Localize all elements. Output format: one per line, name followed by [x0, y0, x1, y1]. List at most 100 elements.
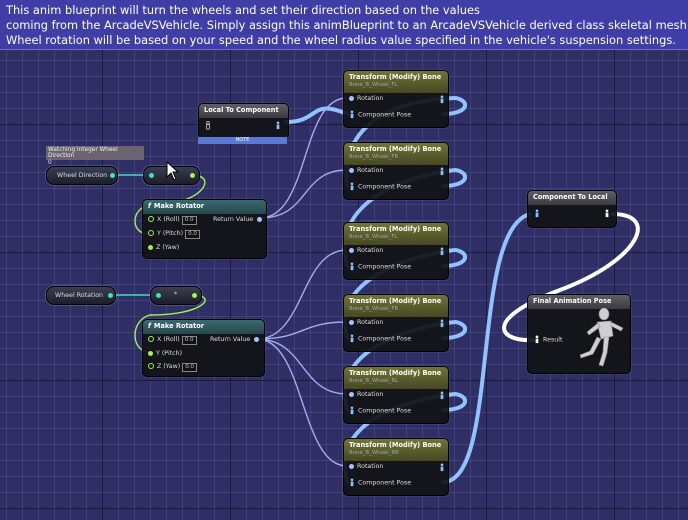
- pin-label: Rotation: [357, 319, 384, 326]
- pin-label: Return Value: [210, 336, 251, 343]
- pin-label: Component Pose: [358, 335, 412, 343]
- int-output-pin[interactable]: [108, 293, 113, 298]
- rotation-pin[interactable]: Rotation: [349, 463, 383, 470]
- float-pin-icon: [148, 336, 154, 342]
- node-title: Make Rotator: [153, 322, 205, 330]
- pose-output-pin[interactable]: [439, 95, 448, 104]
- pin-label: Component Pose: [358, 479, 412, 487]
- pose-pin-icon: [535, 335, 539, 344]
- function-icon: f: [148, 202, 151, 210]
- result-pin[interactable]: Result: [534, 335, 562, 344]
- rotator-pin-icon: [254, 336, 260, 342]
- pose-pin-icon: [440, 167, 444, 176]
- bone-name: Bone_B_Wheel_FL: [349, 82, 398, 88]
- pin-label: Z (Yaw): [156, 244, 180, 251]
- y-pitch-pin[interactable]: Y (Pitch)0.0: [148, 230, 200, 239]
- component-pose-pin[interactable]: Component Pose: [349, 478, 411, 487]
- rotation-pin[interactable]: Rotation: [349, 95, 383, 102]
- pose-output-pin[interactable]: [275, 121, 284, 130]
- component-to-local-node[interactable]: Component To Local: [527, 190, 617, 228]
- node-title: Transform (Modify) Bone: [349, 225, 442, 233]
- node-title: Transform (Modify) Bone: [349, 145, 442, 153]
- z-yaw-value[interactable]: 0.0: [182, 363, 198, 372]
- pose-pin-icon: [440, 95, 444, 104]
- pose-output-pin[interactable]: [439, 319, 448, 328]
- return-value-pin[interactable]: Return Value: [213, 216, 265, 223]
- pose-output-pin[interactable]: [604, 209, 613, 218]
- z-yaw-pin[interactable]: Z (Yaw): [148, 244, 179, 251]
- float-output-pin[interactable]: [192, 293, 197, 298]
- watch-title: Watching Integer Wheel Direction: [48, 147, 118, 160]
- pose-input-pin[interactable]: [534, 209, 543, 218]
- float-pin-icon: [148, 230, 154, 236]
- float-pin-icon: [148, 244, 153, 250]
- x-roll-pin[interactable]: X (Roll)0.0: [148, 336, 197, 345]
- component-pose-pin[interactable]: Component Pose: [349, 262, 411, 271]
- z-yaw-pin[interactable]: Z (Yaw)0.0: [148, 363, 198, 372]
- pose-pin-icon: [440, 391, 444, 400]
- int-output-pin[interactable]: [110, 173, 115, 178]
- pose-output-pin[interactable]: [439, 167, 448, 176]
- wheel-direction-variable[interactable]: Wheel Direction: [46, 166, 118, 185]
- y-pitch-value[interactable]: 0.0: [185, 230, 200, 239]
- pin-label: Component Pose: [358, 111, 412, 119]
- pin-label: Component Pose: [358, 263, 412, 271]
- pose-input-pin[interactable]: [205, 121, 214, 130]
- int-input-pin[interactable]: [149, 173, 154, 178]
- float-output-pin[interactable]: [190, 173, 195, 178]
- x-roll-pin[interactable]: X (Roll)0.0: [148, 216, 197, 225]
- rotator-pin-icon: [349, 95, 354, 101]
- rotator-wire: [256, 338, 348, 467]
- component-pose-pin[interactable]: Component Pose: [349, 334, 411, 343]
- float-pin-icon: [148, 363, 154, 369]
- component-pose-pin[interactable]: Component Pose: [349, 406, 411, 415]
- node-note-label: NOTE: [198, 137, 287, 144]
- pose-wire-white: [502, 212, 640, 343]
- final-animation-pose-node[interactable]: Final Animation Pose Result: [527, 294, 631, 374]
- bone-name: Bone_B_Wheel_RL: [349, 378, 399, 384]
- function-icon: f: [148, 322, 151, 330]
- y-pitch-pin[interactable]: Y (Pitch): [148, 350, 182, 357]
- rotation-pin[interactable]: Rotation: [349, 167, 383, 174]
- component-pose-pin[interactable]: Component Pose: [349, 110, 411, 119]
- pin-label: Y (Pitch): [157, 230, 184, 237]
- pin-label: Component Pose: [358, 183, 412, 191]
- wheel-rotation-variable[interactable]: Wheel Rotation: [46, 286, 116, 305]
- pose-output-pin[interactable]: [439, 463, 448, 472]
- rotator-wire: [259, 169, 348, 219]
- rotation-pin[interactable]: Rotation: [349, 391, 383, 398]
- rotation-pin[interactable]: Rotation: [349, 247, 383, 254]
- x-roll-value[interactable]: 0.0: [181, 336, 197, 345]
- pose-output-pin[interactable]: [439, 391, 448, 400]
- component-pose-pin[interactable]: Component Pose: [349, 182, 411, 191]
- x-roll-value[interactable]: 0.0: [181, 216, 197, 225]
- pose-output-pin[interactable]: [439, 247, 448, 256]
- pose-pin-icon: [350, 110, 354, 119]
- rotator-pin-icon: [349, 463, 354, 469]
- node-title: Transform (Modify) Bone: [349, 441, 442, 449]
- int-input-pin[interactable]: [156, 293, 161, 298]
- node-title: Component To Local: [528, 191, 616, 205]
- pin-label: Rotation: [357, 463, 384, 470]
- multiply-node-2[interactable]: *: [150, 286, 202, 305]
- return-value-pin[interactable]: Return Value: [210, 336, 262, 343]
- local-to-component-node[interactable]: Local To Component: [198, 103, 289, 139]
- pin-label: X (Roll): [157, 336, 180, 343]
- pin-label: Result: [543, 336, 563, 344]
- pose-pin-icon: [350, 182, 354, 191]
- rotation-pin[interactable]: Rotation: [349, 319, 383, 326]
